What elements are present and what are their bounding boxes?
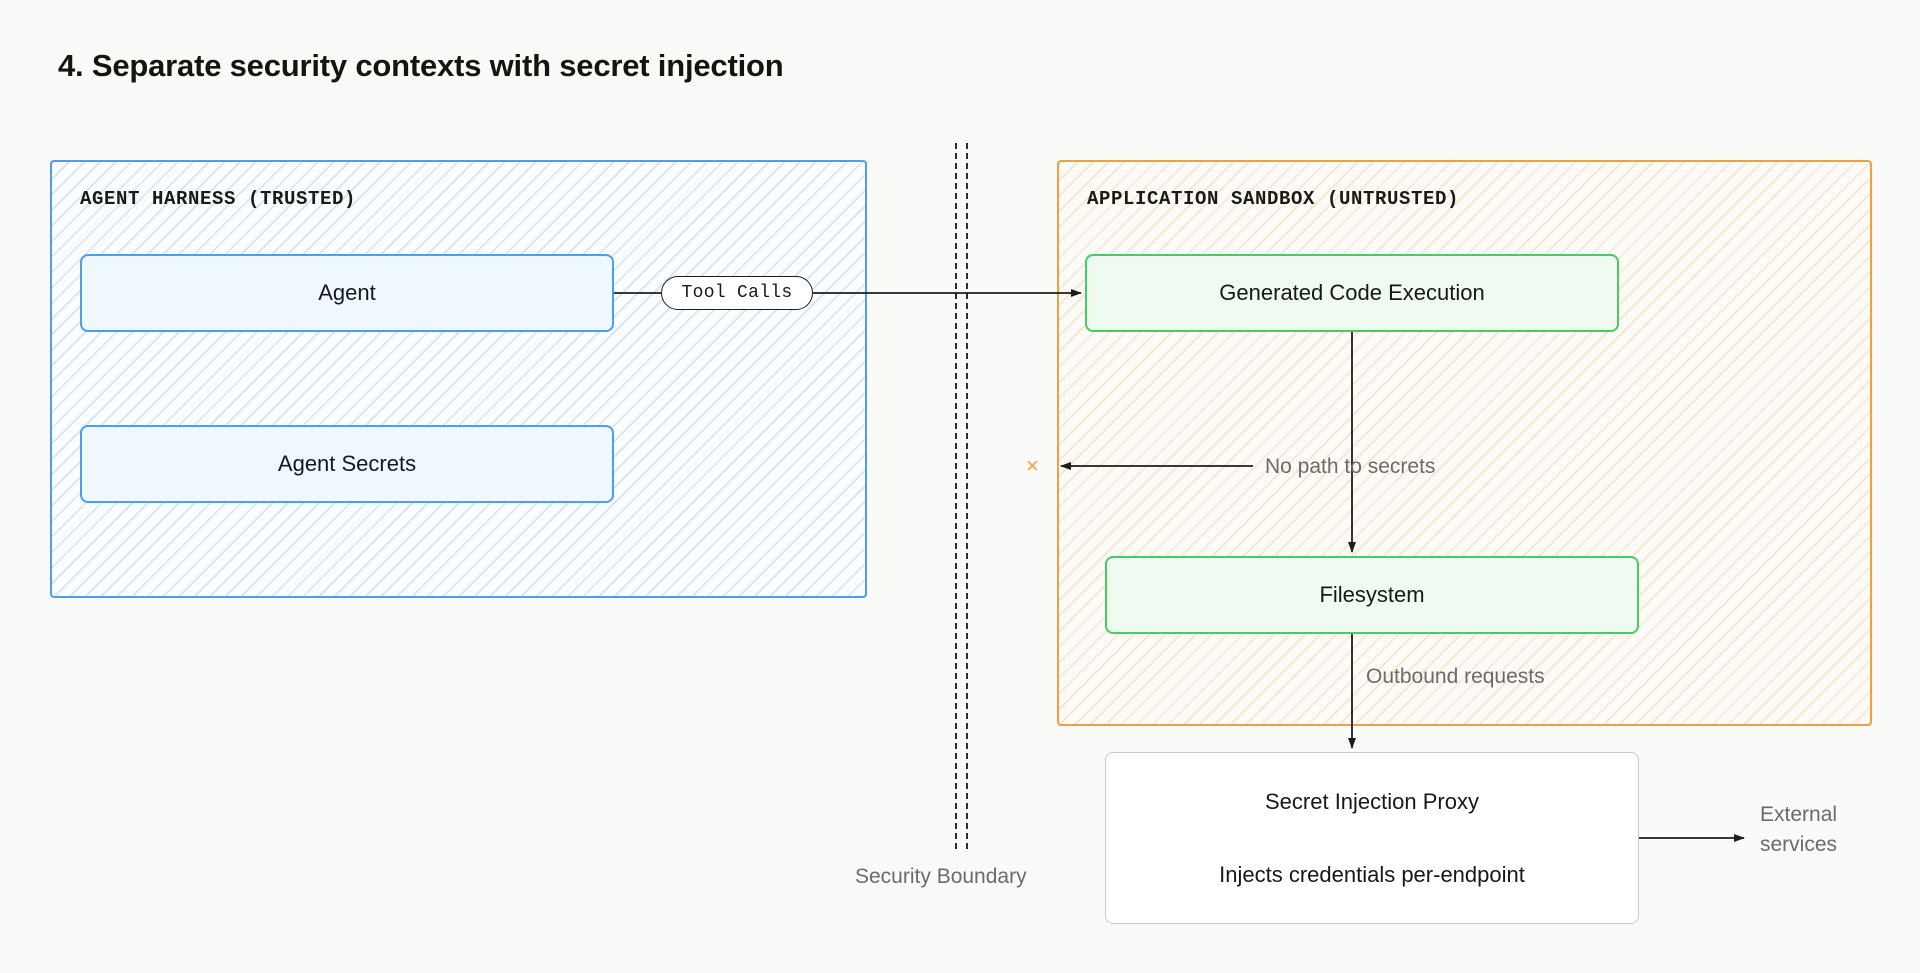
node-filesystem-label: Filesystem <box>1319 582 1425 608</box>
label-external-services-line1: External <box>1760 803 1838 826</box>
security-boundary-line-left <box>955 143 957 849</box>
edge-label-tool-calls-text: Tool Calls <box>681 283 793 303</box>
blocked-path-x-icon: × <box>1026 453 1039 478</box>
edge-label-tool-calls[interactable]: Tool Calls <box>661 276 813 310</box>
security-boundary-label: Security Boundary <box>855 865 1027 888</box>
node-secret-injection-proxy-subtitle: Injects credentials per-endpoint <box>1219 862 1525 887</box>
edge-label-outbound-requests: Outbound requests <box>1366 665 1545 688</box>
node-secret-injection-proxy-title: Secret Injection Proxy <box>1265 788 1479 814</box>
node-secret-injection-proxy[interactable]: Secret Injection Proxy Injects credentia… <box>1105 752 1639 924</box>
node-agent-secrets[interactable]: Agent Secrets <box>80 425 614 503</box>
group-agent-harness-trusted: AGENT HARNESS (TRUSTED) <box>50 160 867 598</box>
node-agent-label: Agent <box>318 280 376 306</box>
node-filesystem[interactable]: Filesystem <box>1105 556 1639 634</box>
page-title: 4. Separate security contexts with secre… <box>58 48 784 83</box>
node-agent[interactable]: Agent <box>80 254 614 332</box>
group-label-trusted: AGENT HARNESS (TRUSTED) <box>80 188 357 210</box>
node-generated-code-execution-label: Generated Code Execution <box>1219 280 1485 306</box>
label-external-services: External services <box>1760 800 1880 861</box>
edge-label-no-path-to-secrets: No path to secrets <box>1265 455 1436 478</box>
group-label-untrusted: APPLICATION SANDBOX (UNTRUSTED) <box>1087 188 1460 210</box>
node-generated-code-execution[interactable]: Generated Code Execution <box>1085 254 1619 332</box>
node-agent-secrets-label: Agent Secrets <box>277 451 417 477</box>
label-external-services-line2: services <box>1760 833 1838 857</box>
security-boundary-line-right <box>966 143 968 849</box>
